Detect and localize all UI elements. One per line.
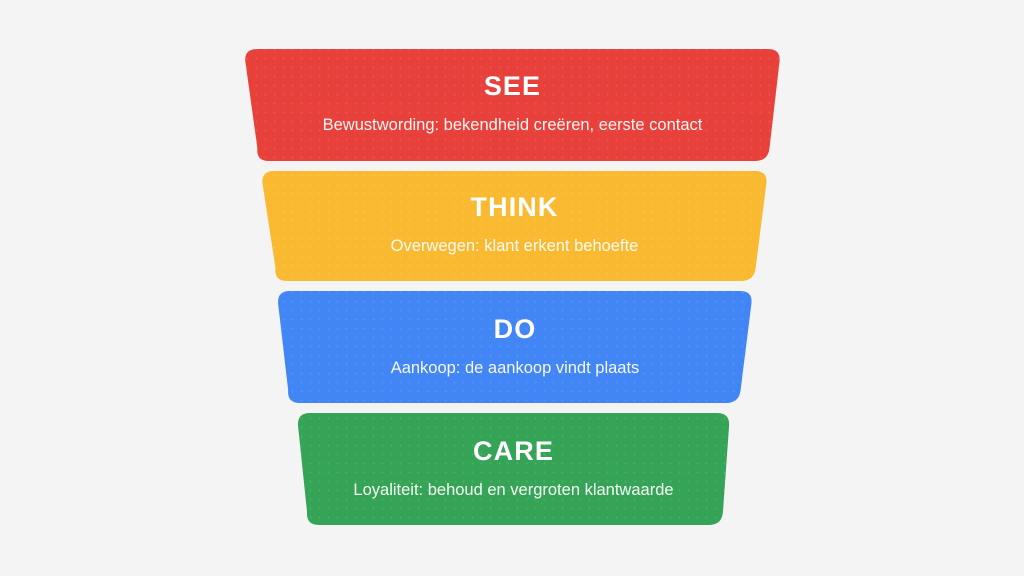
funnel-stage-think-shape (262, 171, 767, 281)
funnel-stage-care-shape (297, 413, 730, 525)
funnel-stage-do-shape (278, 291, 752, 403)
funnel-stage-see-shape (245, 49, 780, 161)
